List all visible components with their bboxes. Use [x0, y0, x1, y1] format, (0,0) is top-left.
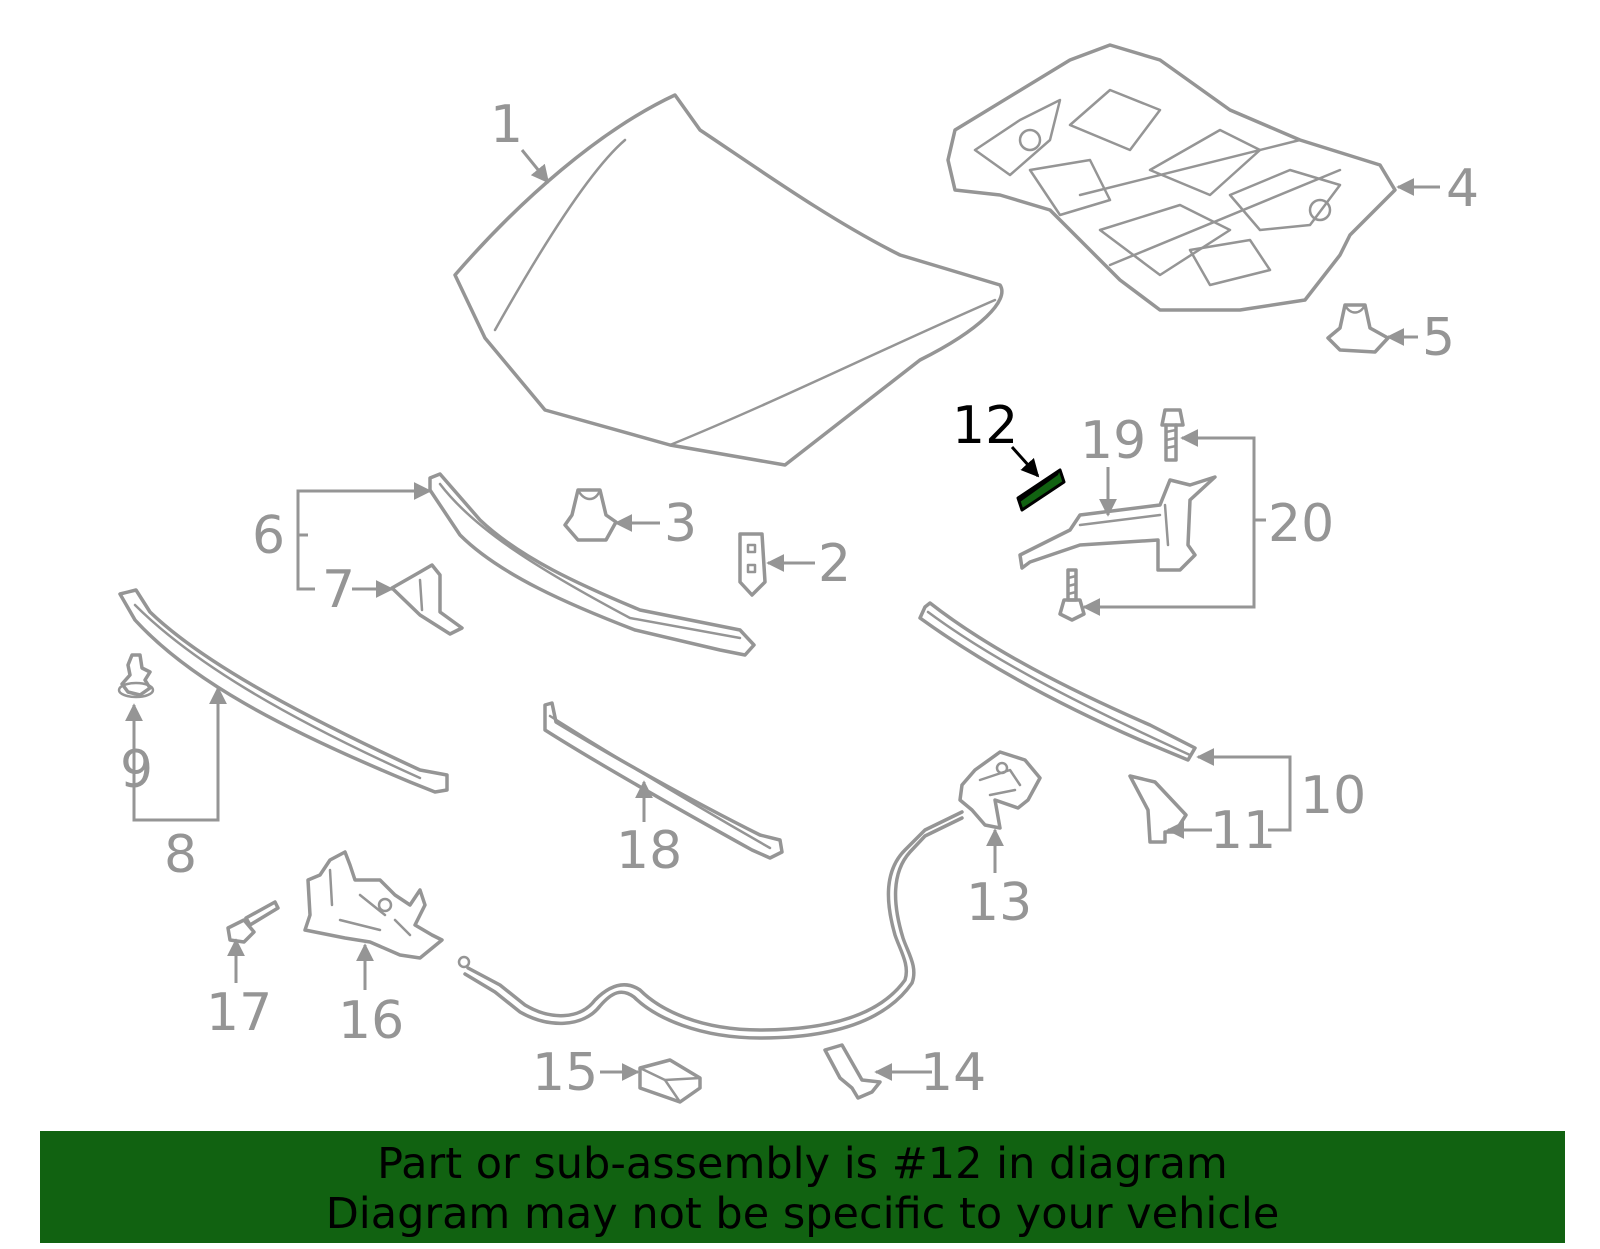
callout-17: 17 — [206, 983, 272, 1043]
callout-6: 6 — [252, 506, 285, 566]
callout-1: 1 — [490, 95, 523, 155]
callout-16: 16 — [338, 991, 404, 1051]
bracket-part-2[interactable] — [738, 532, 767, 597]
callout-13: 13 — [966, 873, 1032, 933]
bolt-part-20-upper[interactable] — [1160, 408, 1185, 462]
callout-18: 18 — [616, 821, 682, 881]
callout-19: 19 — [1080, 411, 1146, 471]
callout-4: 4 — [1446, 159, 1479, 219]
clip-part-9[interactable] — [117, 653, 155, 699]
callout-3: 3 — [664, 494, 697, 554]
bolt-part-20-lower[interactable] — [1058, 568, 1086, 622]
callout-9: 9 — [120, 740, 153, 800]
callout-7: 7 — [322, 560, 355, 620]
lock-part-16[interactable] — [303, 850, 444, 960]
hinge-part-19[interactable] — [1018, 475, 1217, 572]
pad-part-12[interactable] — [1016, 468, 1066, 512]
bolt-part-17[interactable] — [226, 900, 280, 944]
callout-2: 2 — [818, 534, 851, 594]
seal-part-10[interactable] — [918, 601, 1197, 762]
callout-5: 5 — [1422, 308, 1455, 368]
latch-part-13[interactable] — [958, 750, 1042, 830]
callout-20: 20 — [1268, 494, 1334, 554]
release-cable[interactable] — [457, 810, 964, 1040]
bracket-part-14[interactable] — [823, 1043, 882, 1100]
callout-11: 11 — [1210, 801, 1276, 861]
prop-rod-part-18[interactable] — [543, 701, 784, 860]
callout-10: 10 — [1300, 766, 1366, 826]
banner-line-1: Part or sub-assembly is #12 in diagram — [377, 1139, 1228, 1189]
callout-15: 15 — [532, 1043, 598, 1103]
bracket-part-11[interactable] — [1128, 774, 1188, 844]
hood-part[interactable] — [453, 93, 1004, 467]
seal-part-8[interactable] — [118, 588, 449, 794]
info-banner: Part or sub-assembly is #12 in diagram D… — [40, 1131, 1565, 1243]
callout-8: 8 — [164, 825, 197, 885]
clip-part-3[interactable] — [563, 488, 618, 542]
bumper-part-15[interactable] — [638, 1058, 702, 1104]
callout-numbers: 1 2 3 4 5 6 7 8 9 10 11 12 13 14 15 16 1… — [120, 95, 1479, 1103]
seal-part-6[interactable] — [428, 472, 756, 657]
leader-lines — [125, 149, 1440, 1081]
callout-12: 12 — [952, 396, 1018, 456]
banner-line-2: Diagram may not be specific to your vehi… — [325, 1189, 1280, 1239]
callout-14: 14 — [920, 1043, 986, 1103]
clip-part-5[interactable] — [1326, 303, 1390, 354]
bracket-part-7[interactable] — [390, 563, 464, 636]
hood-insulator-part[interactable] — [946, 43, 1397, 312]
